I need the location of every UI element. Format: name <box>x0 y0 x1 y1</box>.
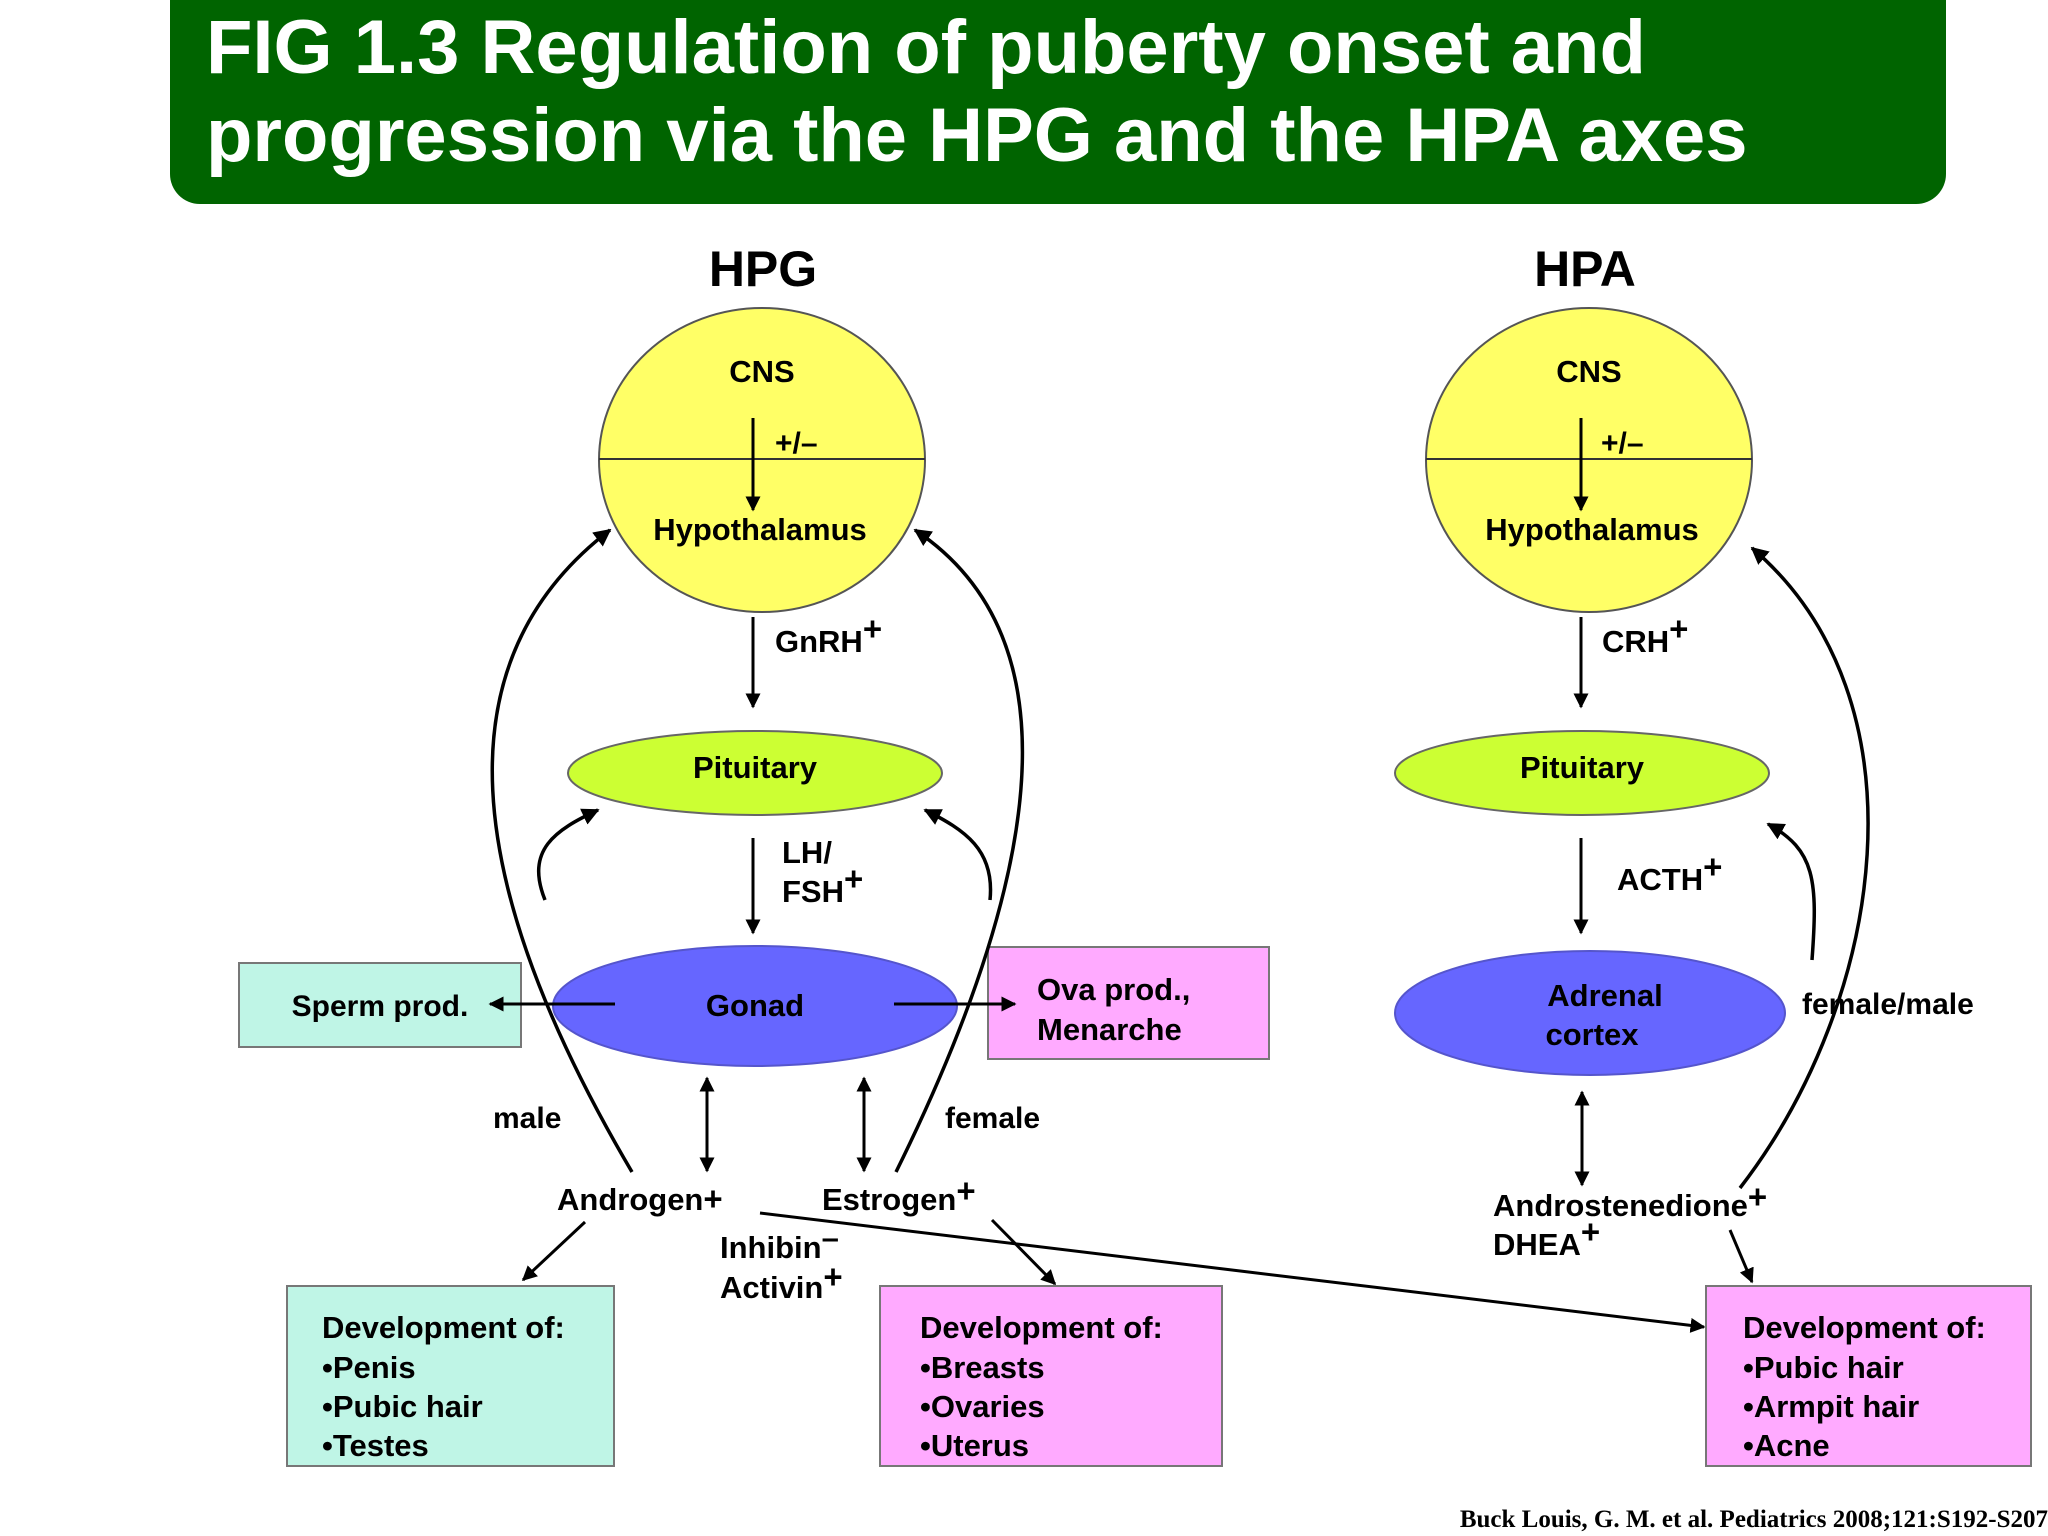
hpg-hypothalamus-label: Hypothalamus <box>653 512 867 547</box>
androstenedione-sign: + <box>1748 1178 1767 1215</box>
hpa-pituitary-node: Pituitary <box>1394 730 1770 816</box>
hpg-cns-sign: +/– <box>775 427 818 460</box>
androgen-to-pituitary-feedback-arrow <box>537 808 600 901</box>
male-development-rect <box>286 1285 615 1467</box>
androstenedione-to-hpa-development-arrow <box>1728 1229 1754 1284</box>
hpg-pituitary-label: Pituitary <box>693 750 818 785</box>
title-line-2: progression via the HPG and the HPA axes <box>206 93 1748 178</box>
hpa-cns-hypothalamus-node: CNS +/– Hypothalamus <box>1425 307 1753 613</box>
hpa-development-item: •Acne <box>1743 1428 1830 1463</box>
female-development-item: •Uterus <box>920 1428 1029 1463</box>
androgen-sign: + <box>703 1180 722 1217</box>
hpa-crh-sign: + <box>1669 610 1688 647</box>
male-development-box: Development of: •Penis •Pubic hair •Test… <box>286 1285 615 1467</box>
hpg-fsh-sign: + <box>844 860 863 897</box>
sperm-box-label: Sperm prod. <box>292 990 469 1023</box>
hpa-acth-label: ACTH+ <box>1617 848 1722 897</box>
female-development-heading: Development of: <box>920 1310 1163 1345</box>
activin-sign: + <box>823 1258 842 1295</box>
hpa-adrenal-line-2: cortex <box>1545 1017 1639 1052</box>
androstenedione-label: Androstenedione+ <box>1493 1178 1767 1223</box>
ova-box-line-1: Ova prod., <box>1037 972 1190 1007</box>
dhea-sign: + <box>1581 1213 1600 1250</box>
sperm-box-rect <box>238 962 522 1048</box>
estrogen-to-female-development-arrow <box>990 1218 1057 1286</box>
inhibin-sign: – <box>822 1220 839 1255</box>
hpg-gnrh-label: GnRH+ <box>775 610 882 659</box>
hpa-development-item: •Armpit hair <box>1743 1389 1919 1424</box>
activin-label: Activin+ <box>720 1258 843 1305</box>
hpg-pituitary-ellipse <box>567 730 943 816</box>
androgen-to-hypothalamus-feedback-arrow <box>490 528 634 1173</box>
male-development-item: •Pubic hair <box>322 1389 483 1424</box>
male-development-item: •Testes <box>322 1428 429 1463</box>
female-development-item: •Breasts <box>920 1350 1045 1385</box>
hpg-gnrh-sign: + <box>863 610 882 647</box>
hpg-cns-hypothalamus-node: CNS +/– Hypothalamus <box>598 307 926 613</box>
hpa-pituitary-label: Pituitary <box>1520 750 1645 785</box>
androgen-to-hpa-development-arrow <box>759 1211 1706 1333</box>
female-development-item: •Ovaries <box>920 1389 1045 1424</box>
ova-box-rect <box>987 946 1270 1060</box>
male-label: male <box>493 1102 561 1135</box>
title-line-1: FIG 1.3 Regulation of puberty onset and <box>206 5 1646 90</box>
hpa-pituitary-ellipse <box>1394 730 1770 816</box>
title-banner: FIG 1.3 Regulation of puberty onset and … <box>170 0 1946 204</box>
citation: Buck Louis, G. M. et al. Pediatrics 2008… <box>1459 1506 2048 1533</box>
hpa-androstenedione-to-pituitary-feedback-arrow <box>1766 822 1817 961</box>
hpa-development-rect <box>1705 1285 2032 1467</box>
dhea-label: DHEA+ <box>1493 1213 1600 1262</box>
hpg-cns-label: CNS <box>729 354 794 389</box>
hpg-fsh-label: FSH+ <box>782 860 863 909</box>
hpa-adrenal-cortex-node: Adrenal cortex <box>1394 950 1786 1076</box>
hpa-female-male-label: female/male <box>1802 988 1974 1021</box>
hpa-heading: HPA <box>1534 241 1636 297</box>
hpa-hypothalamus-label: Hypothalamus <box>1485 512 1699 547</box>
hpg-gonad-node: Gonad <box>552 945 958 1067</box>
estrogen-label: Estrogen+ <box>822 1172 976 1217</box>
androgen-label: Androgen+ <box>557 1180 723 1217</box>
male-development-item: •Penis <box>322 1350 416 1385</box>
hpa-development-item: •Pubic hair <box>1743 1350 1904 1385</box>
inhibin-label: Inhibin– <box>720 1220 839 1265</box>
hpg-lh-label: LH/ <box>782 835 832 870</box>
hpg-gonad-label: Gonad <box>706 988 804 1023</box>
estrogen-sign: + <box>956 1172 975 1209</box>
hpa-acth-sign: + <box>1703 848 1722 885</box>
hpg-pituitary-node: Pituitary <box>567 730 943 816</box>
hpa-crh-label: CRH+ <box>1602 610 1688 659</box>
ova-box-line-2: Menarche <box>1037 1012 1182 1047</box>
hpg-heading: HPG <box>709 241 817 297</box>
estrogen-to-hypothalamus-feedback-arrow <box>894 528 1025 1173</box>
hpa-adrenal-ellipse <box>1394 950 1786 1076</box>
estrogen-to-pituitary-feedback-arrow <box>923 808 993 901</box>
male-development-heading: Development of: <box>322 1310 565 1345</box>
female-label: female <box>945 1102 1040 1135</box>
female-development-rect <box>879 1285 1223 1467</box>
hpa-cns-sign: +/– <box>1601 427 1644 460</box>
ova-production-box: Ova prod., Menarche <box>987 946 1270 1060</box>
hpa-development-box: Development of: •Pubic hair •Armpit hair… <box>1705 1285 2032 1467</box>
hpg-gonad-ellipse <box>552 945 958 1067</box>
sperm-production-box: Sperm prod. <box>238 962 522 1048</box>
hpa-androstenedione-to-hypothalamus-feedback-arrow <box>1738 546 1870 1190</box>
female-development-box: Development of: •Breasts •Ovaries •Uteru… <box>879 1285 1223 1467</box>
hpa-adrenal-line-1: Adrenal <box>1547 978 1662 1013</box>
hpa-development-heading: Development of: <box>1743 1310 1986 1345</box>
androgen-to-male-development-arrow <box>521 1220 587 1282</box>
hpa-cns-label: CNS <box>1556 354 1621 389</box>
